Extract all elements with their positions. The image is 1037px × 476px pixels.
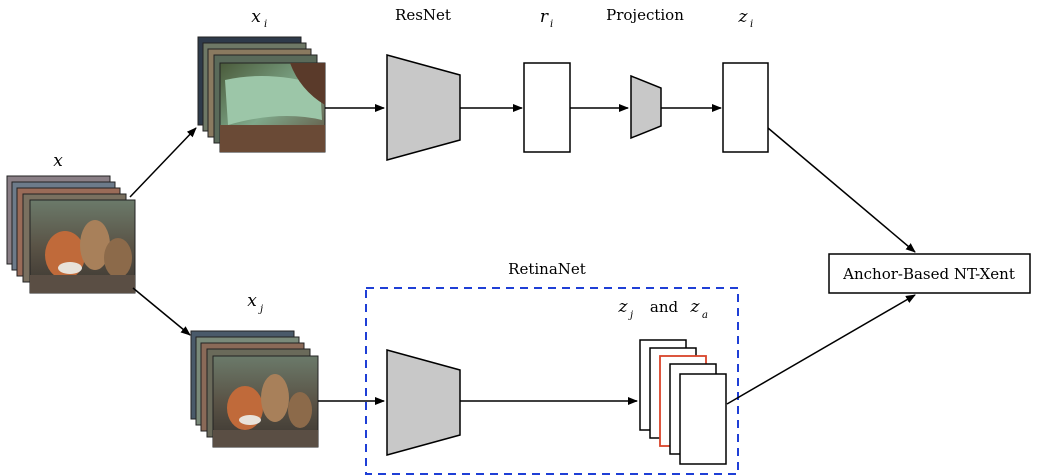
resnet-encoder: [386, 54, 461, 161]
input-label: x: [53, 151, 63, 171]
retinanet-label: RetinaNet: [508, 260, 586, 278]
zj-za-embedding-stack: [639, 339, 727, 465]
zi-label-base: z: [738, 7, 749, 27]
branch-j-image-stack: [190, 330, 319, 448]
retinanet-encoder: [386, 349, 461, 456]
retinanet-dashed-box: [365, 287, 739, 475]
ri-representation-box: [523, 62, 571, 153]
resnet-label: ResNet: [395, 6, 451, 24]
xi-label-base: x: [251, 7, 261, 27]
zj-label-sub: j: [628, 310, 633, 321]
loss-box: [828, 253, 1031, 294]
xj-label-sub: j: [258, 304, 263, 315]
xi-label-sub: i: [264, 19, 267, 30]
ri-label-sub: i: [550, 19, 553, 30]
za-label-base: z: [690, 297, 701, 317]
arrow-zi-to-loss: [767, 127, 916, 253]
arrow-z-to-loss: [726, 294, 916, 405]
input-image-stack: [6, 175, 136, 294]
xj-label-base: x: [247, 291, 257, 311]
and-label: and: [650, 298, 679, 316]
ri-label-base: r: [540, 7, 549, 27]
arrow-x-to-xj: [132, 287, 191, 336]
za-label-sub: a: [702, 310, 708, 321]
zi-label-sub: i: [750, 19, 753, 30]
zj-label-base: z: [618, 297, 629, 317]
branch-i-image-stack: [197, 36, 326, 153]
projection-label: Projection: [606, 6, 684, 24]
zi-embedding-box: [722, 62, 769, 153]
arrow-x-to-xi: [129, 127, 197, 198]
projection-head: [630, 74, 662, 140]
loss-label: Anchor-Based NT-Xent: [842, 265, 1015, 283]
